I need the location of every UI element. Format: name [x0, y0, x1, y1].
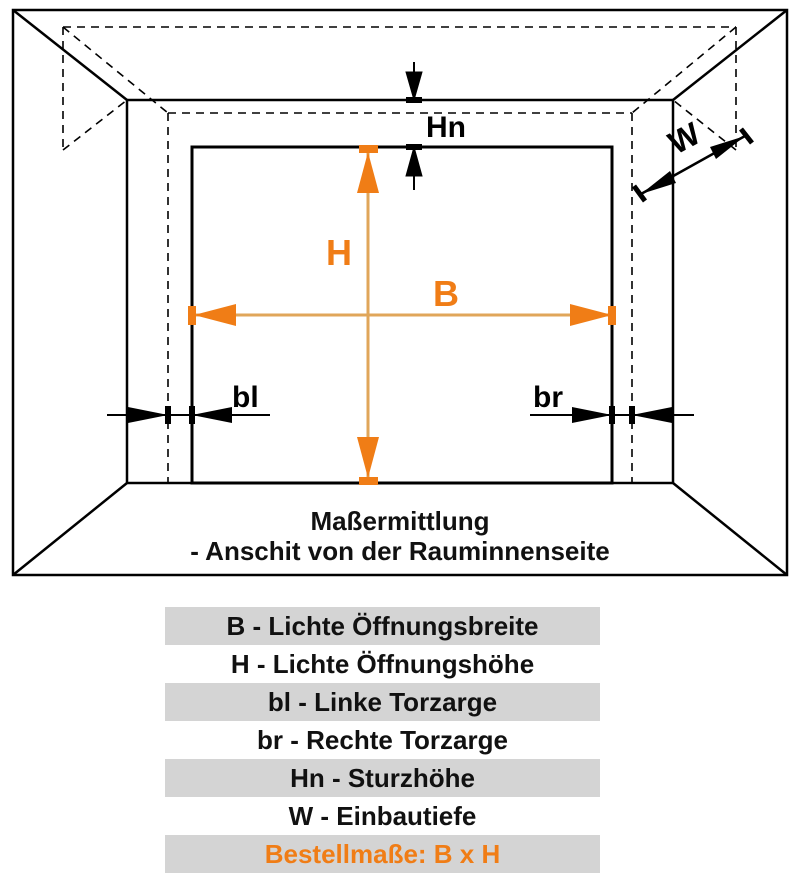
room-perspective-edges [12, 9, 788, 576]
b-label: B [433, 273, 459, 314]
legend-item-hn-label: Hn - Sturzhöhe [290, 763, 475, 793]
legend-item-b-label: B - Lichte Öffnungsbreite [226, 611, 539, 641]
legend-item-b: B - Lichte Öffnungsbreite [165, 607, 600, 645]
hn-label: Hn [426, 111, 466, 144]
diagram-subtitle: - Anschit von der Rauminnenseite [190, 536, 609, 566]
legend-item-h-label: H - Lichte Öffnungshöhe [230, 649, 535, 679]
h-label: H [326, 232, 352, 273]
legend-item-hn: Hn - Sturzhöhe [165, 759, 600, 797]
legend-item-h: H - Lichte Öffnungshöhe [165, 645, 600, 683]
legend-item-bl-label: bl - Linke Torzarge [267, 687, 498, 717]
legend-item-order-size: Bestellmaße: B x H [165, 835, 600, 873]
room-perspective-diagram: Hn W [11, 8, 789, 577]
br-dimension: br [530, 381, 694, 424]
hn-dimension: Hn [405, 62, 466, 190]
room-outer-boundary [11, 8, 789, 577]
bl-label: bl [232, 381, 259, 414]
legend-item-order-size-label: Bestellmaße: B x H [264, 839, 501, 869]
legend-item-br-label: br - Rechte Torzarge [257, 725, 508, 755]
br-label: br [533, 381, 563, 414]
legend-item-w: W - Einbautiefe [165, 797, 600, 835]
diagram-title: Maßermittlung [310, 506, 489, 536]
legend-item-w-label: W - Einbautiefe [288, 801, 477, 831]
legend-item-bl: bl - Linke Torzarge [165, 683, 600, 721]
bl-dimension: bl [107, 381, 270, 424]
diagram-svg: Hn W [11, 8, 789, 577]
legend: B - Lichte Öffnungsbreite H - Lichte Öff… [165, 607, 600, 873]
legend-item-br: br - Rechte Torzarge [165, 721, 600, 759]
b-dimension: B [188, 273, 616, 326]
